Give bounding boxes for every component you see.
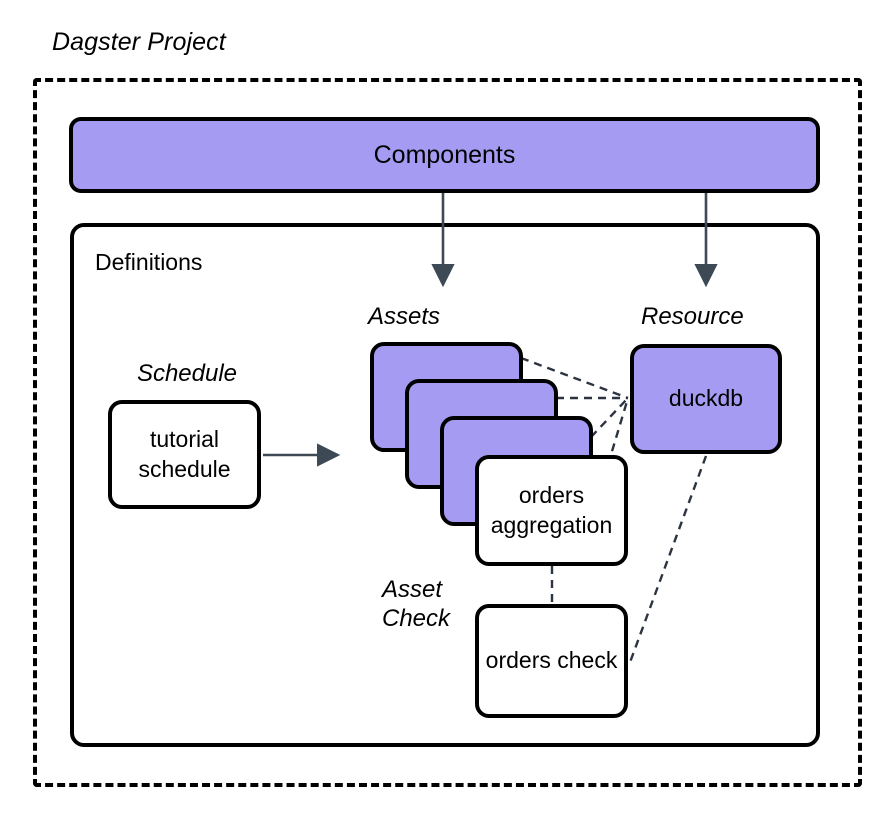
definitions-label: Definitions (95, 249, 203, 275)
orders-check-card[interactable]: orders check (475, 604, 628, 718)
components-label: Components (373, 140, 516, 169)
duckdb-card[interactable]: duckdb (630, 344, 782, 454)
components-box[interactable]: Components (69, 117, 820, 193)
schedule-group-label: Schedule (136, 360, 238, 387)
schedule-card[interactable]: tutorial schedule (108, 400, 261, 509)
assets-group-label: Assets (368, 303, 441, 330)
project-frame (33, 78, 862, 787)
project-title: Dagster Project (52, 28, 226, 56)
resource-group-label: Resource (641, 303, 744, 330)
asset-check-group-label: Asset Check (382, 576, 451, 632)
orders-aggregation-card[interactable]: orders aggregation (475, 455, 628, 566)
